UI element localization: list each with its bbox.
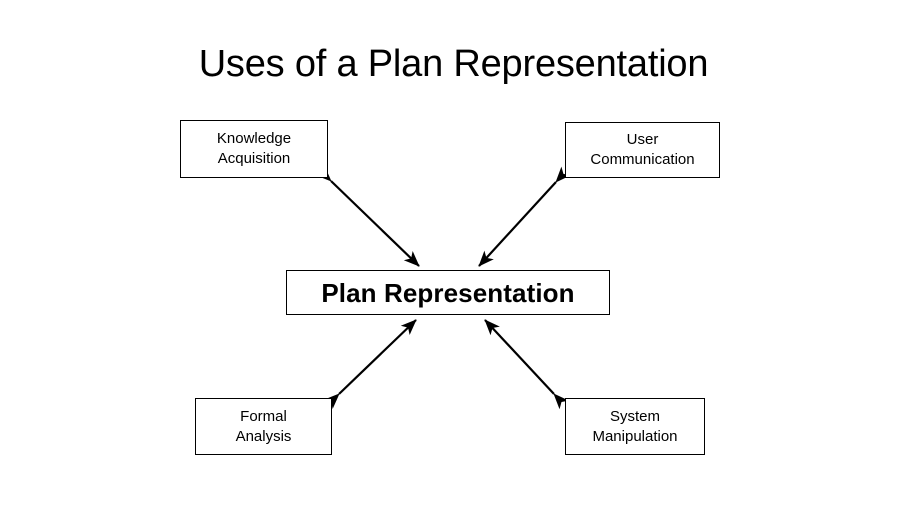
connector-user-communication <box>478 166 571 267</box>
node-user-communication-label: User Communication <box>590 131 695 168</box>
node-knowledge-acquisition-label: Knowledge Acquisition <box>216 130 292 167</box>
node-system-manipulation-label: System Manipulation <box>592 407 678 445</box>
node-plan-representation[interactable]: Plan Representation <box>286 270 610 315</box>
node-user-communication[interactable]: User Communication <box>565 122 720 178</box>
node-system-manipulation[interactable]: System Manipulation <box>565 398 705 455</box>
node-knowledge-acquisition[interactable]: Knowledge Acquisition <box>180 120 328 178</box>
connector-system-manipulation <box>484 319 569 410</box>
connector-formal-analysis <box>323 319 417 409</box>
node-formal-analysis-label: Formal Analysis <box>235 407 292 445</box>
node-formal-analysis[interactable]: Formal Analysis <box>195 398 332 455</box>
node-plan-representation-label: Plan Representation <box>321 277 575 308</box>
connector-knowledge-acquisition <box>315 166 420 267</box>
page-title: Uses of a Plan Representation <box>198 43 709 85</box>
